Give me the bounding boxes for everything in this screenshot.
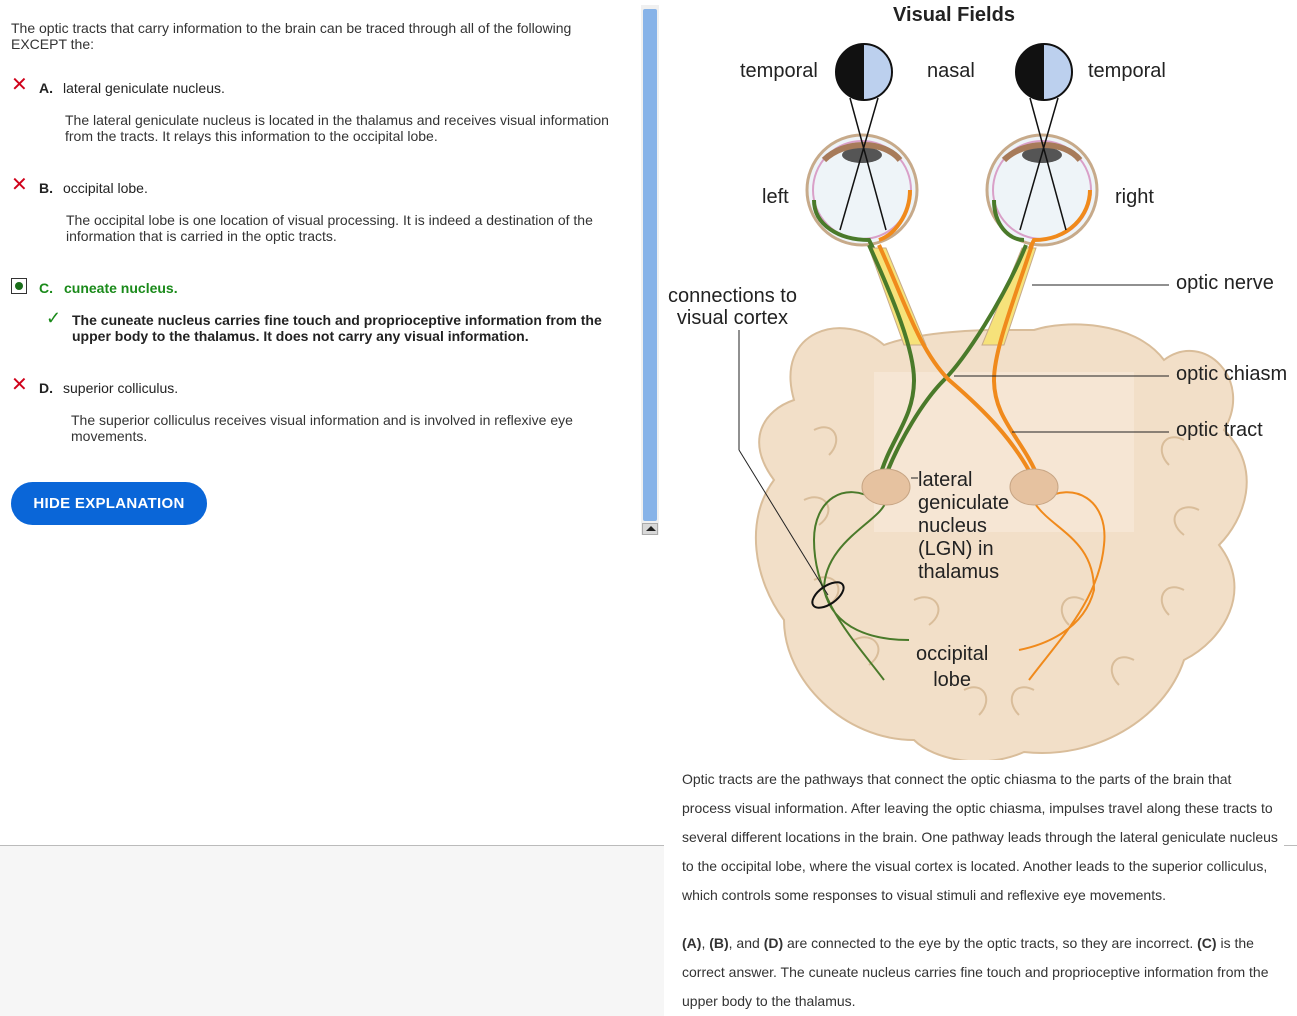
figure-title: Visual Fields bbox=[893, 4, 1015, 26]
incorrect-x-icon: ✕ bbox=[11, 74, 28, 96]
answer-ref-c: (C) bbox=[1197, 935, 1217, 951]
visual-pathway-diagram bbox=[738, 43, 1248, 760]
connection-ring bbox=[811, 581, 845, 609]
choice-letter: C. bbox=[39, 280, 53, 296]
brain-shape bbox=[754, 323, 1248, 760]
choice-text: superior colliculus. bbox=[63, 380, 179, 396]
checkmark-icon: ✓ bbox=[46, 308, 62, 328]
orange-radiation bbox=[1018, 491, 1106, 681]
right-visual-field bbox=[1015, 43, 1073, 101]
label-temporal-left: temporal bbox=[740, 60, 818, 82]
question-panel: The optic tracts that carry information … bbox=[0, 0, 640, 845]
divider bbox=[0, 845, 665, 846]
label-temporal-right: temporal bbox=[1088, 60, 1166, 82]
left-lgn bbox=[861, 468, 911, 506]
answer-ref-d: (D) bbox=[763, 935, 784, 951]
label-right: right bbox=[1115, 186, 1154, 208]
label-optic-tract: optic tract bbox=[1176, 419, 1263, 441]
answer-ref-b: (B) bbox=[709, 935, 729, 951]
label-optic-nerve: optic nerve bbox=[1176, 272, 1274, 294]
visual-field-rays bbox=[839, 97, 1067, 231]
divider bbox=[1284, 845, 1297, 846]
choice-letter: B. bbox=[39, 180, 53, 196]
label-lgn: lateral geniculate nucleus (LGN) in thal… bbox=[918, 469, 1010, 583]
selected-radio[interactable] bbox=[11, 278, 27, 294]
choice-text: occipital lobe. bbox=[63, 180, 148, 196]
green-pathway bbox=[867, 244, 1028, 481]
choice-letter: A. bbox=[39, 80, 53, 96]
choice-c-explanation: The cuneate nucleus carries fine touch a… bbox=[72, 312, 602, 344]
label-connections-visual-cortex: connections to visual cortex bbox=[668, 285, 797, 329]
answer-ref-a: (A) bbox=[682, 935, 702, 951]
scrollbar-thumb[interactable] bbox=[643, 9, 657, 521]
explanation-paragraph-2: (A), (B), and (D) are connected to the e… bbox=[682, 929, 1282, 1016]
left-visual-field bbox=[835, 43, 893, 101]
choice-a-explanation: The lateral geniculate nucleus is locate… bbox=[65, 112, 609, 144]
choice-text: cuneate nucleus. bbox=[64, 280, 178, 296]
hide-explanation-button[interactable]: HIDE EXPLANATION bbox=[11, 482, 207, 525]
label-occipital-lobe: occipital lobe bbox=[916, 643, 989, 691]
text-span: , bbox=[701, 935, 710, 951]
label-leader-lines bbox=[738, 284, 1169, 596]
explanation-paragraph-1: Optic tracts are the pathways that conne… bbox=[682, 771, 1278, 903]
explanation-panel: Visual Fields bbox=[664, 0, 1288, 1016]
question-text: The optic tracts that carry information … bbox=[11, 20, 572, 52]
label-optic-chiasm: optic chiasm bbox=[1176, 363, 1288, 385]
scrollbar[interactable] bbox=[641, 5, 659, 535]
label-left: left bbox=[762, 186, 789, 208]
orange-pathway bbox=[877, 244, 1041, 481]
right-lgn bbox=[1009, 468, 1059, 506]
label-nasal: nasal bbox=[927, 60, 975, 82]
choice-d-explanation: The superior colliculus receives visual … bbox=[71, 412, 573, 444]
text-span: is the correct answer. The cuneate nucle… bbox=[682, 935, 1269, 1009]
empty-panel bbox=[0, 846, 664, 1016]
green-radiation bbox=[812, 491, 910, 681]
text-span: are connected to the eye by the optic tr… bbox=[783, 935, 1198, 951]
incorrect-x-icon: ✕ bbox=[11, 174, 28, 196]
choice-letter: D. bbox=[39, 380, 53, 396]
scroll-up-arrow-icon[interactable] bbox=[642, 523, 658, 535]
choice-b-explanation: The occipital lobe is one location of vi… bbox=[66, 212, 593, 244]
text-span: , and bbox=[728, 935, 764, 951]
incorrect-x-icon: ✕ bbox=[11, 374, 28, 396]
choice-text: lateral geniculate nucleus. bbox=[63, 80, 225, 96]
